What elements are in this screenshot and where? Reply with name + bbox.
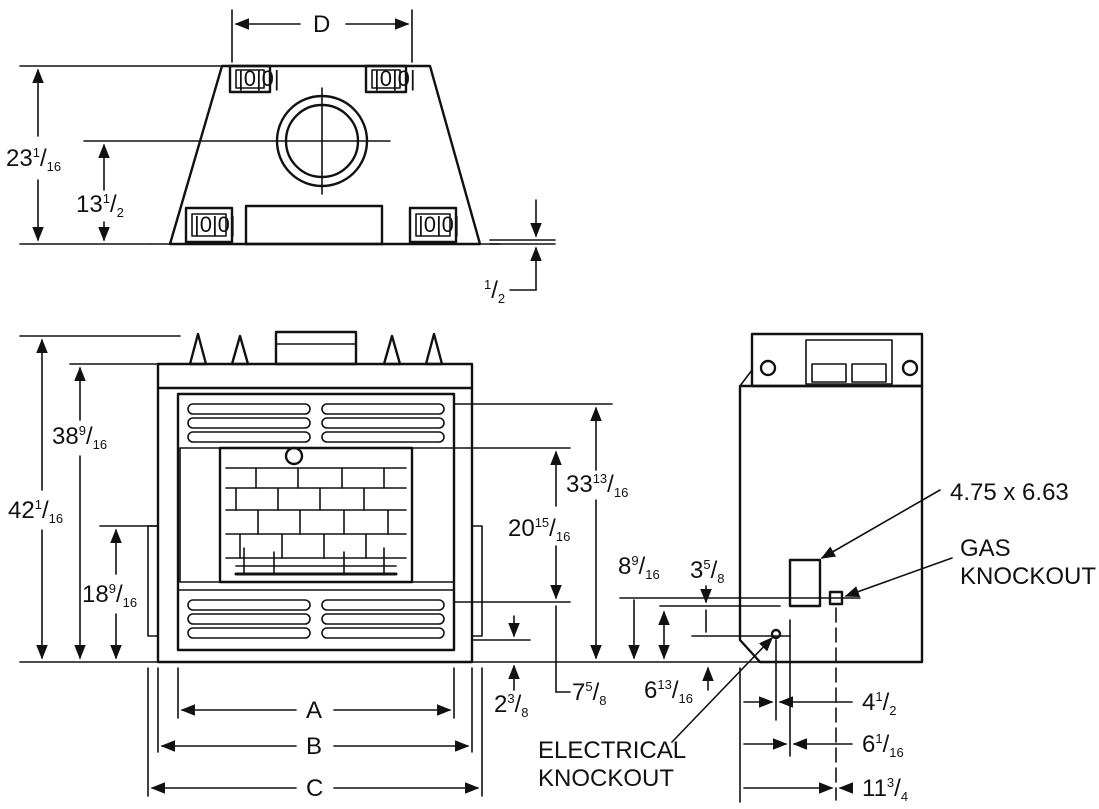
- firebox-opening: [218, 446, 414, 584]
- bracket-top-right: |0|0|: [364, 64, 416, 94]
- bracket-glyph: |0|0|: [238, 66, 280, 91]
- dim-b-label: B: [306, 733, 322, 760]
- front-left-flange: [147, 525, 159, 637]
- front-view: 421/16 389/16 189/16 3313/16 2015/16 75/…: [8, 330, 761, 802]
- dim-d-label: D: [313, 11, 330, 38]
- dim-inner-height-label: 2015/16: [508, 515, 570, 544]
- dim-top-height-label: 231/16: [6, 145, 61, 174]
- dim-3-5-8-label: 35/8: [690, 557, 725, 586]
- side-mount-hole-right: [901, 359, 919, 377]
- knockout-panel: [788, 558, 822, 608]
- dim-total-height-label: 421/16: [8, 497, 63, 526]
- bracket-bottom-right: |0|0|: [408, 206, 460, 244]
- gas-knockout-label-line1: GAS: [960, 535, 1011, 562]
- front-spike-2: [230, 334, 250, 366]
- dim-a-label: A: [306, 697, 322, 724]
- dim-c-label: C: [306, 775, 323, 802]
- side-body: [738, 384, 924, 664]
- electrical-knockout-label-line2: KNOCKOUT: [538, 765, 674, 792]
- svg-text:|0|0|: |0|0|: [418, 212, 460, 237]
- bracket-bottom-left: |0|0|: [184, 206, 236, 244]
- knockout-size-label: 4.75 x 6.63: [950, 479, 1069, 506]
- side-mount-hole-left: [759, 359, 777, 377]
- front-spike-1: [188, 332, 208, 366]
- dim-8-9-16-label: 89/16: [618, 553, 660, 582]
- dim-mid-height-label: 189/16: [82, 581, 137, 610]
- front-spike-3: [382, 334, 402, 366]
- dim-6-1-16-label: 61/16: [862, 731, 904, 760]
- lower-louver-grille: [177, 589, 455, 651]
- right-screen-panel: [411, 447, 455, 583]
- dim-4-1-2-label: 41/2: [862, 689, 897, 718]
- electrical-knockout-label-line1: ELECTRICAL: [538, 737, 686, 764]
- bracket-top-left: |0|0|: [228, 64, 280, 94]
- electrical-knockout-mark: [770, 628, 782, 640]
- front-spike-4: [424, 332, 444, 366]
- firebox-grate: [234, 547, 398, 576]
- front-frame: [156, 386, 474, 664]
- dim-offset-label: 1/2: [484, 277, 505, 306]
- upper-louver-grille: [187, 403, 445, 443]
- dim-6-13-16-label: 613/16: [644, 677, 693, 706]
- front-top-band: [156, 362, 474, 390]
- dim-base-offset-label: 23/8: [494, 691, 529, 720]
- svg-text:|0|0|: |0|0|: [374, 66, 416, 91]
- dim-11-3-4-label: 113/4: [862, 775, 908, 804]
- front-chimney-stub: [274, 330, 358, 366]
- top-view: |0|0| |0|0| |0|0| |0|0| D 231/16: [6, 9, 556, 306]
- top-view-rear-panel: [244, 204, 384, 246]
- firebox-brick-pattern: [225, 467, 407, 559]
- left-screen-panel: [179, 447, 221, 583]
- front-right-flange: [471, 525, 483, 637]
- firebox-damper-knob: [284, 446, 304, 466]
- side-top-housing: [750, 332, 924, 388]
- side-view: 4.75 x 6.63 GAS KNOCKOUT ELECTRICAL KNOC…: [538, 332, 1096, 804]
- dim-flue-height-label: 131/2: [76, 191, 124, 220]
- dim-top-height-front-label: 389/16: [52, 423, 107, 452]
- dim-lower-offset-label: 75/8: [572, 679, 607, 708]
- gas-knockout-label-line2: KNOCKOUT: [960, 563, 1096, 590]
- svg-text:|0|0|: |0|0|: [194, 212, 236, 237]
- dim-opening-height-label: 3313/16: [566, 471, 628, 500]
